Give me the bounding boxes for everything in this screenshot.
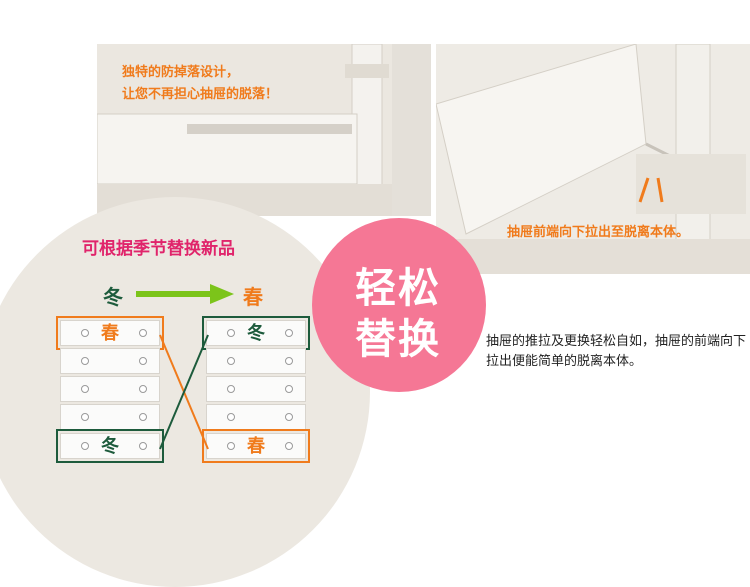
- from-season-label: 冬: [103, 285, 123, 309]
- photo-left-caption: 独特的防掉落设计， 让您不再担心抽屉的脱落！: [122, 62, 278, 106]
- drawer-label: 春: [101, 323, 119, 344]
- drawer-label: 冬: [101, 436, 119, 457]
- easy-swap-badge: [312, 218, 486, 392]
- knob-icon: [285, 357, 293, 365]
- knob-icon: [81, 385, 89, 393]
- arrow-right-icon: [136, 284, 234, 304]
- drawer-photo-left: [97, 44, 431, 216]
- drawer-right-2: [206, 348, 306, 374]
- knob-icon: [227, 442, 235, 450]
- cabinet-left: 春 冬: [56, 316, 164, 463]
- knob-icon: [285, 442, 293, 450]
- description-text: 抽屉的推拉及更换轻松自如，抽屉的前端向下拉出便能简单的脱离本体。: [486, 334, 747, 369]
- drawer-label: 春: [247, 436, 265, 457]
- drawer-left-2: [60, 348, 160, 374]
- drawer-left-3: [60, 376, 160, 402]
- badge-line-1: 轻松: [355, 264, 441, 312]
- knob-icon: [81, 442, 89, 450]
- knob-icon: [227, 357, 235, 365]
- badge-line-2: 替换: [355, 315, 441, 363]
- knob-icon: [139, 442, 147, 450]
- cabinet-right: 冬 春: [202, 316, 310, 463]
- knob-icon: [227, 385, 235, 393]
- knob-icon: [139, 385, 147, 393]
- knob-icon: [139, 413, 147, 421]
- caption-line-1: 独特的防掉落设计，: [122, 65, 240, 80]
- circle-title: 可根据季节替换新品: [82, 239, 235, 259]
- photo-right-caption: 抽屉前端向下拉出至脱离本体。: [507, 225, 690, 240]
- drawer-right-bottom: 春: [202, 429, 310, 463]
- knob-icon: [81, 357, 89, 365]
- drawer-right-3: [206, 376, 306, 402]
- knob-icon: [81, 329, 89, 337]
- drawer-photo-right: [436, 44, 750, 274]
- drawer-left-bottom: 冬: [56, 429, 164, 463]
- knob-icon: [285, 329, 293, 337]
- knob-icon: [227, 413, 235, 421]
- swap-lines: [159, 334, 209, 450]
- caption-line-2: 让您不再担心抽屉的脱落！: [122, 87, 279, 102]
- knob-icon: [285, 385, 293, 393]
- knob-icon: [227, 329, 235, 337]
- drawer-label: 冬: [247, 323, 265, 344]
- to-season-label: 春: [243, 285, 263, 309]
- knob-icon: [139, 357, 147, 365]
- knob-icon: [139, 329, 147, 337]
- drawer-left-4: [60, 404, 160, 430]
- drawer-right-top: 冬: [202, 316, 310, 350]
- drawer-right-4: [206, 404, 306, 430]
- knob-icon: [81, 413, 89, 421]
- drawer-left-top: 春: [56, 316, 164, 350]
- knob-icon: [285, 413, 293, 421]
